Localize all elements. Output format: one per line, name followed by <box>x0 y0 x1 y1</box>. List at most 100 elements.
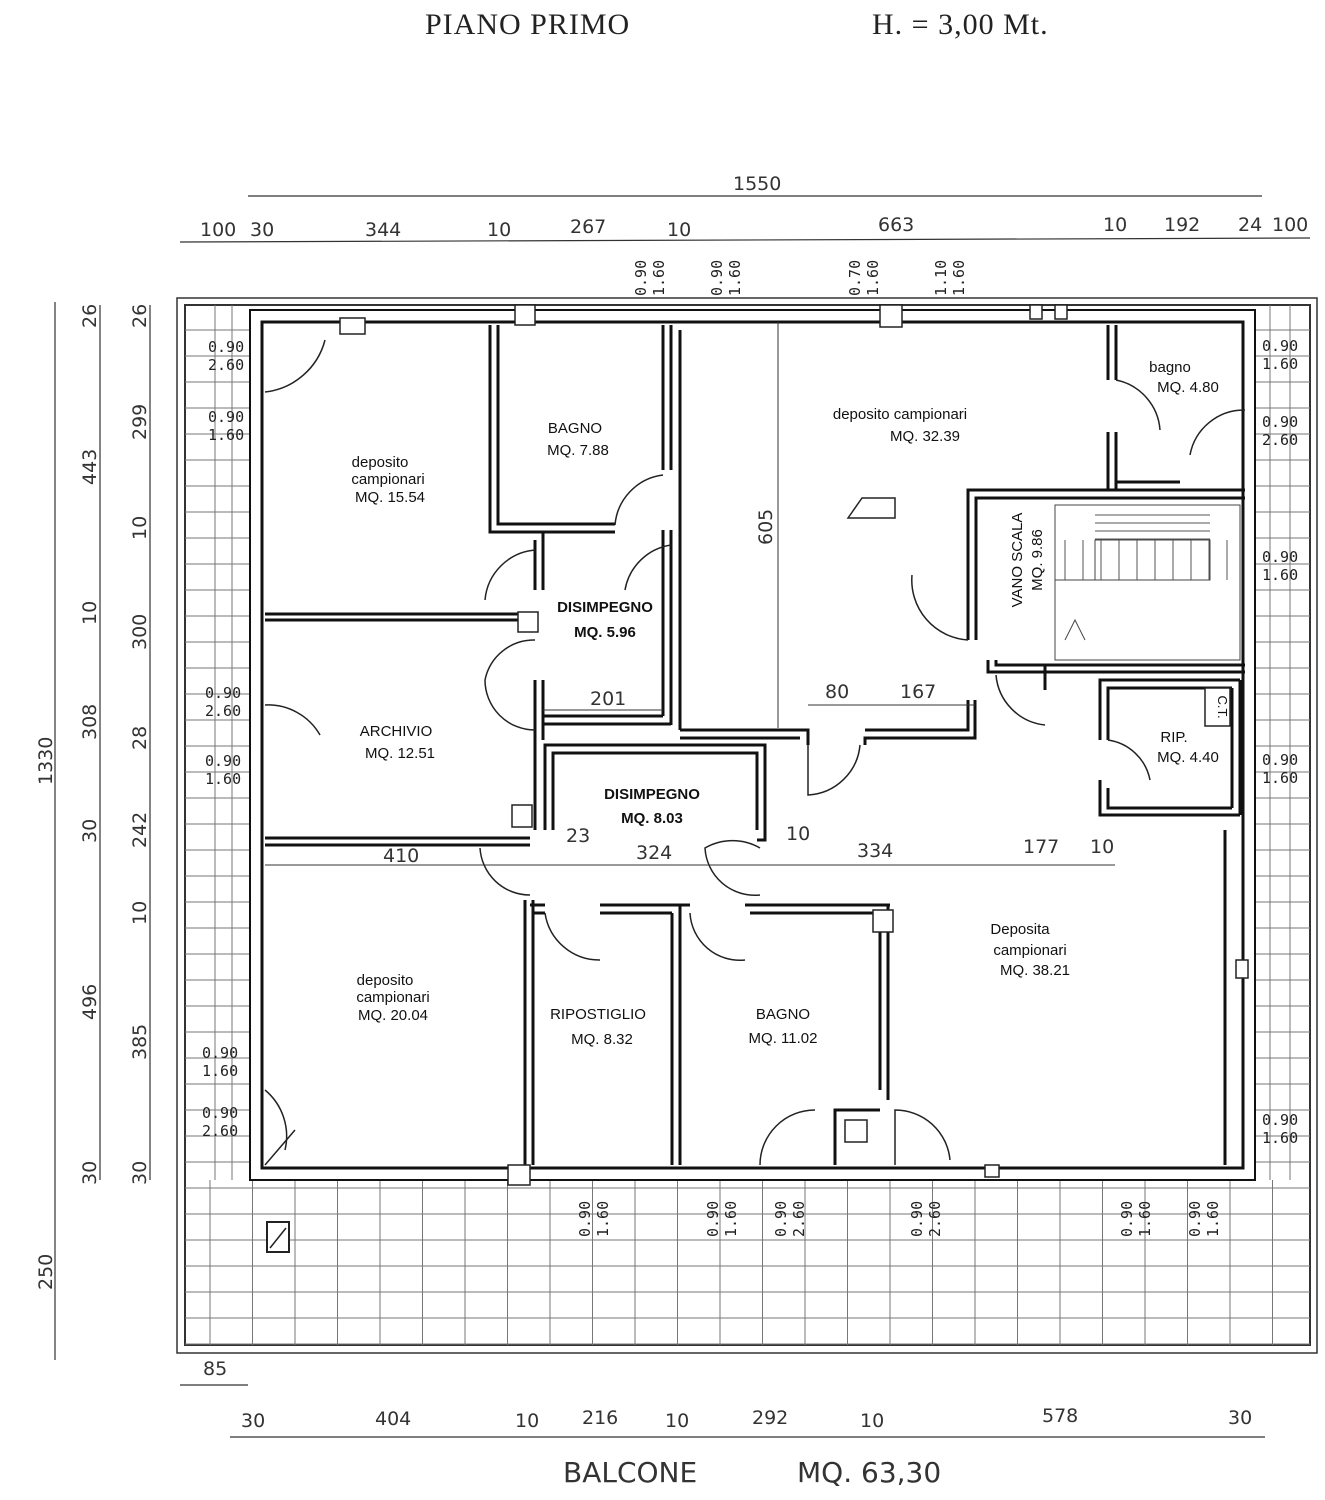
room-name: campionari <box>356 989 429 1006</box>
dim: 300 <box>129 614 151 650</box>
staircase <box>1054 504 1241 661</box>
room-area: MQ. 38.21 <box>1000 962 1070 979</box>
internal-dimensions: 605 201 80 167 410 23 324 10 334 177 10 <box>383 509 1114 867</box>
dim: 30 <box>250 219 274 241</box>
dim: 192 <box>1164 214 1200 236</box>
window-height: 1.60 <box>950 260 968 296</box>
window-width: 0.90 <box>1262 548 1298 566</box>
room-name: Deposita <box>990 921 1050 938</box>
dim: 10 <box>860 1410 884 1432</box>
dim-334: 334 <box>857 840 893 862</box>
window-size-label: 0.901.60 <box>202 1044 238 1080</box>
window-size-label: 0.901.60 <box>1262 751 1298 787</box>
window-height: 2.60 <box>202 1122 238 1140</box>
window-width: 0.90 <box>772 1201 790 1237</box>
room-area: MQ. 4.80 <box>1157 379 1219 396</box>
dim: 404 <box>375 1408 411 1430</box>
room-area: MQ. 12.51 <box>365 745 435 762</box>
room-name: deposito <box>352 454 409 471</box>
dim: 10 <box>515 1410 539 1432</box>
dim: 578 <box>1042 1405 1078 1427</box>
dim: 496 <box>79 984 101 1020</box>
floor-title: PIANO PRIMO <box>425 8 631 41</box>
window-size-label: 0.901.60 <box>208 408 244 444</box>
room-area: MQ. 9.86 <box>1029 529 1046 591</box>
internal-dimension-lines <box>265 322 1115 866</box>
window-size-label: 0.901.60 <box>1262 548 1298 584</box>
window-labels: 0.902.600.901.600.902.600.901.600.901.60… <box>202 260 1298 1237</box>
window-width: 0.90 <box>708 260 726 296</box>
balcony <box>176 297 1318 1354</box>
dim-total-width: 1550 <box>733 173 781 195</box>
room-name: deposito campionari <box>833 406 967 423</box>
dim: 24 <box>1238 214 1262 236</box>
dim: 30 <box>241 1410 265 1432</box>
room-area: MQ. 7.88 <box>547 442 609 459</box>
dim: 30 <box>79 819 101 843</box>
window-width: 0.90 <box>205 752 241 770</box>
room-area: MQ. 15.54 <box>355 489 425 506</box>
window-width: 0.90 <box>1118 1201 1136 1237</box>
dim: 10 <box>79 601 101 625</box>
room-name: RIP. <box>1160 729 1187 746</box>
window-size-label: 0.902.60 <box>205 684 241 720</box>
dim: 100 <box>1272 214 1308 236</box>
room-area: MQ. 8.03 <box>621 810 683 827</box>
dim-201: 201 <box>590 688 626 710</box>
window-size-label: 0.902.60 <box>208 338 244 374</box>
dim: 10 <box>665 1410 689 1432</box>
walls <box>249 309 1256 1181</box>
door-swings <box>264 339 1246 1166</box>
dim-605: 605 <box>755 509 777 545</box>
bottom-dimensions: 85 30 404 10 216 10 292 10 578 30 <box>203 1358 1252 1432</box>
dim-167: 167 <box>900 681 936 703</box>
dim: 308 <box>79 704 101 740</box>
window-height: 2.60 <box>926 1201 944 1237</box>
floor-height: H. = 3,00 Mt. <box>872 8 1049 41</box>
dim: 267 <box>570 216 606 238</box>
window-width: 0.90 <box>208 408 244 426</box>
window-height: 1.60 <box>650 260 668 296</box>
dim-10: 10 <box>786 823 810 845</box>
dim: 216 <box>582 1407 618 1429</box>
window-height: 1.60 <box>205 770 241 788</box>
dim: 30 <box>129 1161 151 1185</box>
dim: 28 <box>129 726 151 750</box>
window-width: 0.90 <box>202 1044 238 1062</box>
dim-80: 80 <box>825 681 849 703</box>
left-dimensions: 250 1330 26 443 10 308 30 496 30 26 299 … <box>35 304 151 1290</box>
dim: 10 <box>129 901 151 925</box>
dim: 344 <box>365 219 401 241</box>
room-area: MQ. 4.40 <box>1157 749 1219 766</box>
dim: 26 <box>79 304 101 328</box>
window-height: 1.60 <box>594 1201 612 1237</box>
dim: 385 <box>129 1024 151 1060</box>
window-width: 0.90 <box>208 338 244 356</box>
window-width: 1.10 <box>932 260 950 296</box>
window-height: 1.60 <box>864 260 882 296</box>
dim-324: 324 <box>636 842 672 864</box>
room-name: VANO SCALA <box>1009 513 1026 608</box>
room-name: ARCHIVIO <box>360 723 433 740</box>
window-width: 0.90 <box>202 1104 238 1122</box>
window-width: 0.90 <box>576 1201 594 1237</box>
dim: 30 <box>1228 1407 1252 1429</box>
window-width: 0.90 <box>1186 1201 1204 1237</box>
dim: 663 <box>878 214 914 236</box>
window-width: 0.90 <box>205 684 241 702</box>
room-name: campionari <box>993 942 1066 959</box>
window-height: 1.60 <box>1204 1201 1222 1237</box>
dim: 443 <box>79 449 101 485</box>
dim: 26 <box>129 304 151 328</box>
room-area: MQ. 8.32 <box>571 1031 633 1048</box>
window-height: 1.60 <box>208 426 244 444</box>
room-area: MQ. 5.96 <box>574 624 636 641</box>
room-labels: deposito campionari MQ. 15.54 BAGNO MQ. … <box>351 359 1219 1048</box>
